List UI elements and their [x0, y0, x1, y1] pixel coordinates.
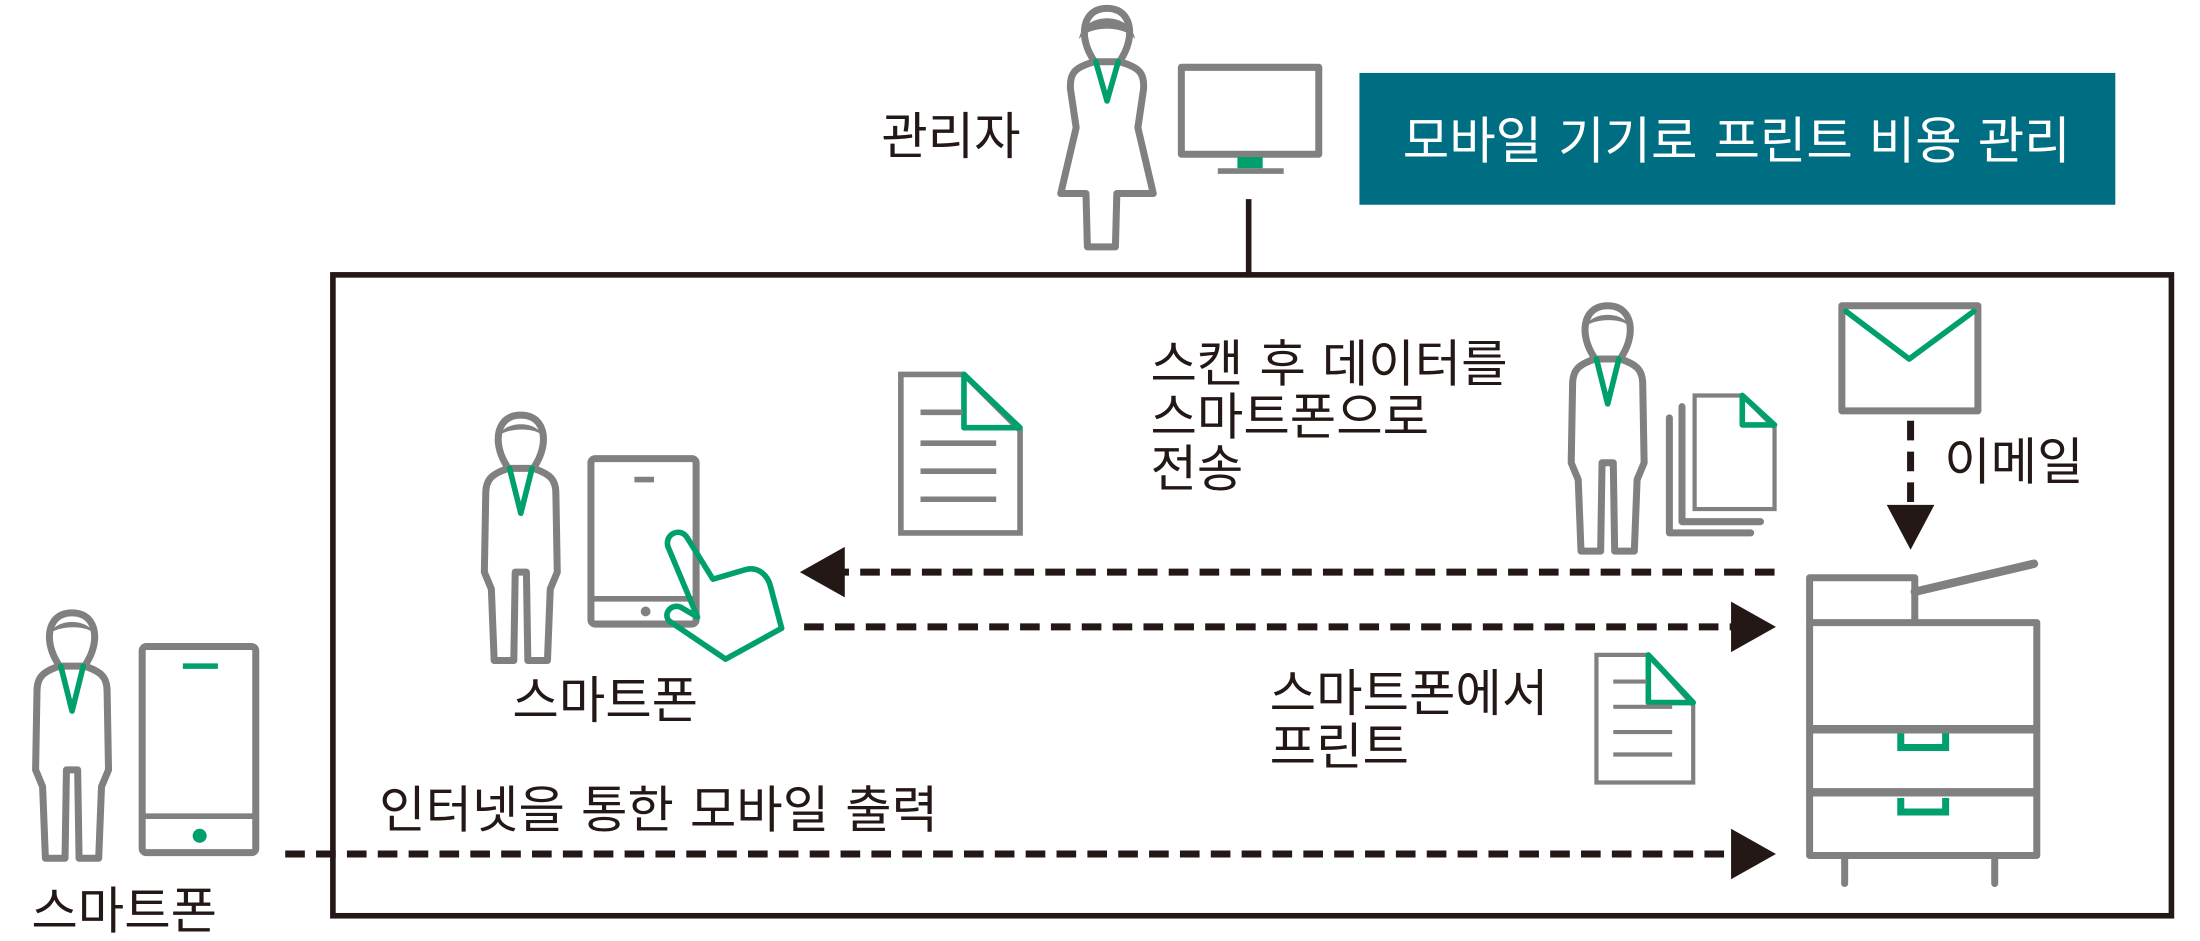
- smartphone-inside-label: 스마트폰: [512, 671, 698, 730]
- scan-label-line2: 스마트폰으로: [1150, 388, 1429, 447]
- document-icon: [898, 371, 1023, 536]
- email-arrow: [1886, 420, 1935, 550]
- smartphone-outside-label: 스마트폰: [31, 881, 217, 940]
- internet-print-arrow: [285, 828, 1776, 880]
- stacked-documents-icon: [1665, 392, 1778, 537]
- phone-to-printer-arrow: [804, 601, 1776, 653]
- admin-label: 관리자: [881, 107, 1020, 166]
- scan-to-phone-arrow: [799, 546, 1775, 598]
- scan-label-line3: 전송: [1150, 440, 1243, 499]
- title-banner-text: 모바일 기기로 프린트 비용 관리: [1403, 111, 2071, 170]
- smartphone-icon: [138, 642, 260, 857]
- internet-print-label: 인터넷을 통한 모바일 출력: [379, 780, 938, 839]
- print-label-line2: 프린트: [1270, 717, 1409, 776]
- person-icon: [1571, 306, 1644, 551]
- person-icon: [36, 613, 109, 858]
- document-icon: [1594, 652, 1697, 785]
- print-label-line1: 스마트폰에서: [1270, 664, 1549, 723]
- email-label: 이메일: [1944, 433, 2083, 492]
- monitor-icon: [1177, 63, 1323, 174]
- scan-label-line1: 스캔 후 데이터를: [1150, 334, 1507, 393]
- system-boundary-box: [330, 272, 2175, 919]
- multifunction-printer-icon: [1806, 559, 2041, 888]
- admin-person-icon: [1057, 4, 1157, 251]
- envelope-icon: [1838, 302, 1982, 415]
- person-icon: [484, 415, 557, 660]
- title-banner: [1359, 72, 2116, 205]
- tablet-touch-icon: [587, 455, 785, 662]
